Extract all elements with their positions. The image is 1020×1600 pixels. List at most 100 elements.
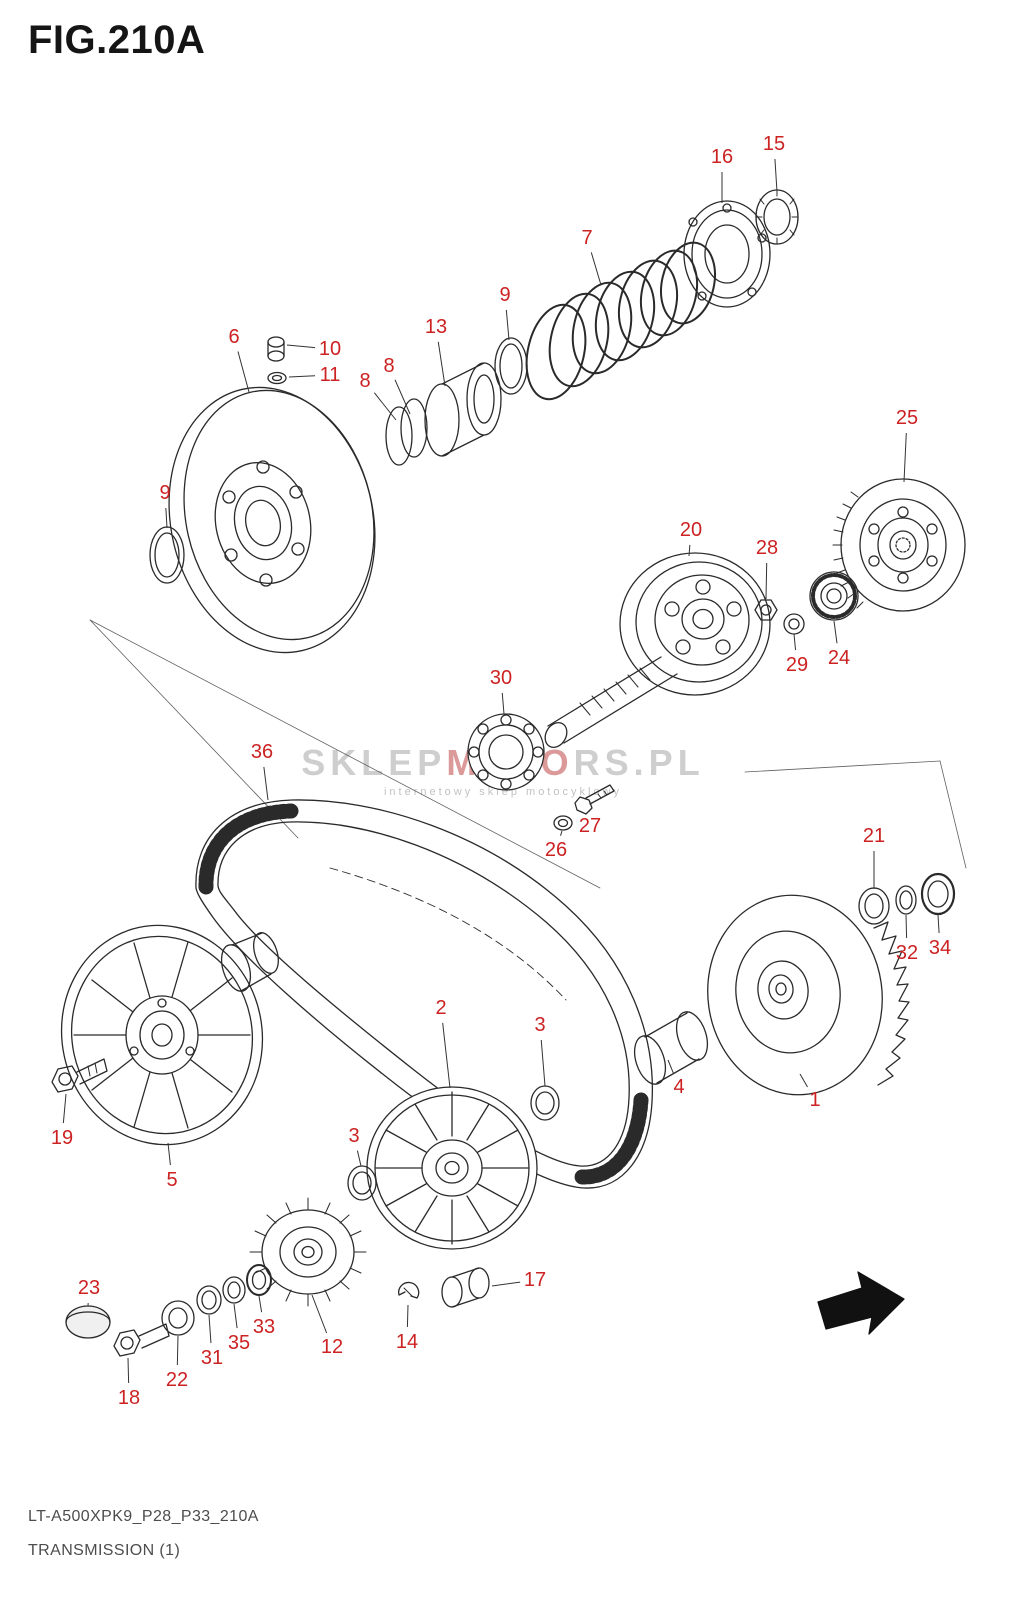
part-4-spacer-art — [633, 1011, 709, 1085]
part-label-9: 9 — [159, 482, 171, 504]
part-label-24: 24 — [827, 647, 851, 669]
part-label-32: 32 — [895, 942, 919, 964]
part-36-belt-art — [195, 799, 654, 1189]
part-label-14: 14 — [395, 1331, 419, 1353]
leader-line-3 — [540, 1039, 546, 1087]
construction-lines — [89, 619, 967, 889]
part-label-12: 12 — [320, 1336, 344, 1358]
leader-line-25 — [903, 432, 907, 483]
leader-line-17 — [491, 1281, 521, 1287]
part-26-washer-art — [553, 815, 573, 831]
leader-line-11 — [288, 375, 316, 378]
part-14-clip-art — [398, 1281, 420, 1299]
part-35-washer-art — [222, 1276, 246, 1304]
leader-line-34 — [937, 914, 940, 934]
part-label-17: 17 — [523, 1269, 547, 1291]
leader-line-29 — [793, 633, 797, 651]
part-label-11: 11 — [319, 364, 341, 386]
part-label-23: 23 — [77, 1277, 101, 1299]
part-19-bolt-art — [51, 1058, 108, 1093]
direction-arrow-icon — [817, 1271, 905, 1335]
part-label-16: 16 — [710, 146, 734, 168]
part-label-10: 10 — [318, 338, 342, 360]
part-11-washer-art — [267, 371, 287, 385]
part-32-washer-art — [895, 885, 917, 915]
part-label-27: 27 — [578, 815, 602, 837]
leader-line-32 — [905, 914, 908, 939]
part-label-18: 18 — [117, 1387, 141, 1409]
part-label-1: 1 — [809, 1089, 821, 1111]
part-label-26: 26 — [544, 839, 568, 861]
part-label-3: 3 — [534, 1014, 546, 1036]
leader-line-20 — [688, 544, 691, 557]
part-label-22: 22 — [165, 1369, 189, 1391]
footer: LT-A500XPK9_P28_P33_210A TRANSMISSION (1… — [28, 1500, 259, 1567]
leader-line-2 — [442, 1022, 451, 1089]
part-34-seal-art — [920, 872, 956, 916]
leader-line-7 — [590, 252, 602, 286]
leader-line-1 — [799, 1073, 808, 1088]
leader-line-30 — [501, 692, 505, 715]
part-1-fixed-face-art — [707, 894, 910, 1096]
leader-line-13 — [437, 341, 446, 387]
part-label-20: 20 — [679, 519, 703, 541]
part-label-35: 35 — [227, 1332, 251, 1354]
leader-line-35 — [233, 1303, 238, 1329]
part-18-bolt-art — [113, 1323, 170, 1357]
part-2-movable-face-art — [366, 1086, 538, 1250]
figure-title: FIG.210A — [28, 18, 206, 62]
part-label-8: 8 — [383, 355, 395, 377]
part-3-ring-left-art — [347, 1165, 377, 1201]
leader-line-9 — [165, 507, 168, 529]
leader-line-5 — [167, 1142, 171, 1166]
part-27-bolt-art — [574, 784, 615, 815]
part-8-rings-art — [385, 398, 428, 466]
part-label-13: 13 — [424, 316, 448, 338]
part-30-bearing-art — [467, 713, 545, 791]
part-label-4: 4 — [673, 1076, 685, 1098]
part-12-fan-plate-art — [249, 1197, 367, 1307]
part-label-31: 31 — [200, 1347, 224, 1369]
leader-line-18 — [127, 1357, 130, 1384]
leader-line-4 — [667, 1059, 674, 1074]
part-label-6: 6 — [228, 326, 240, 348]
part-label-29: 29 — [785, 654, 809, 676]
part-24-bearing-art — [809, 571, 859, 621]
leader-line-24 — [833, 620, 838, 644]
footer-title: TRANSMISSION (1) — [28, 1541, 181, 1559]
part-label-28: 28 — [755, 537, 779, 559]
part-17-roller-art — [441, 1267, 490, 1308]
part-5-driven-wheel-art — [60, 924, 279, 1146]
leader-line-8 — [373, 392, 397, 421]
crankshaft-art — [544, 656, 678, 748]
leader-line-3 — [356, 1150, 362, 1167]
part-label-25: 25 — [895, 407, 919, 429]
part-label-2: 2 — [435, 997, 447, 1019]
leader-line-28 — [765, 562, 768, 600]
leader-line-36 — [263, 766, 269, 801]
leader-line-33 — [258, 1295, 263, 1313]
part-label-5: 5 — [166, 1169, 178, 1191]
part-label-9: 9 — [499, 284, 511, 306]
leader-line-6 — [237, 351, 250, 393]
part-22-bushing-art — [161, 1300, 195, 1336]
leader-line-8 — [394, 379, 411, 415]
part-label-30: 30 — [489, 667, 513, 689]
leader-line-19 — [62, 1093, 67, 1124]
leader-line-14 — [406, 1304, 409, 1328]
footer-code: LT-A500XPK9_P28_P33_210A — [28, 1508, 259, 1525]
part-25-clutch-housing-art — [832, 478, 966, 612]
leader-line-31 — [208, 1314, 212, 1344]
part-28-nut-art — [754, 599, 778, 621]
leader-line-10 — [286, 344, 316, 349]
part-label-33: 33 — [252, 1316, 276, 1338]
part-label-36: 36 — [250, 741, 274, 763]
leader-line-26 — [560, 830, 563, 836]
leader-line-22 — [176, 1335, 179, 1366]
part-label-15: 15 — [762, 133, 786, 155]
leader-line-12 — [311, 1294, 328, 1334]
leader-line-15 — [774, 158, 778, 193]
